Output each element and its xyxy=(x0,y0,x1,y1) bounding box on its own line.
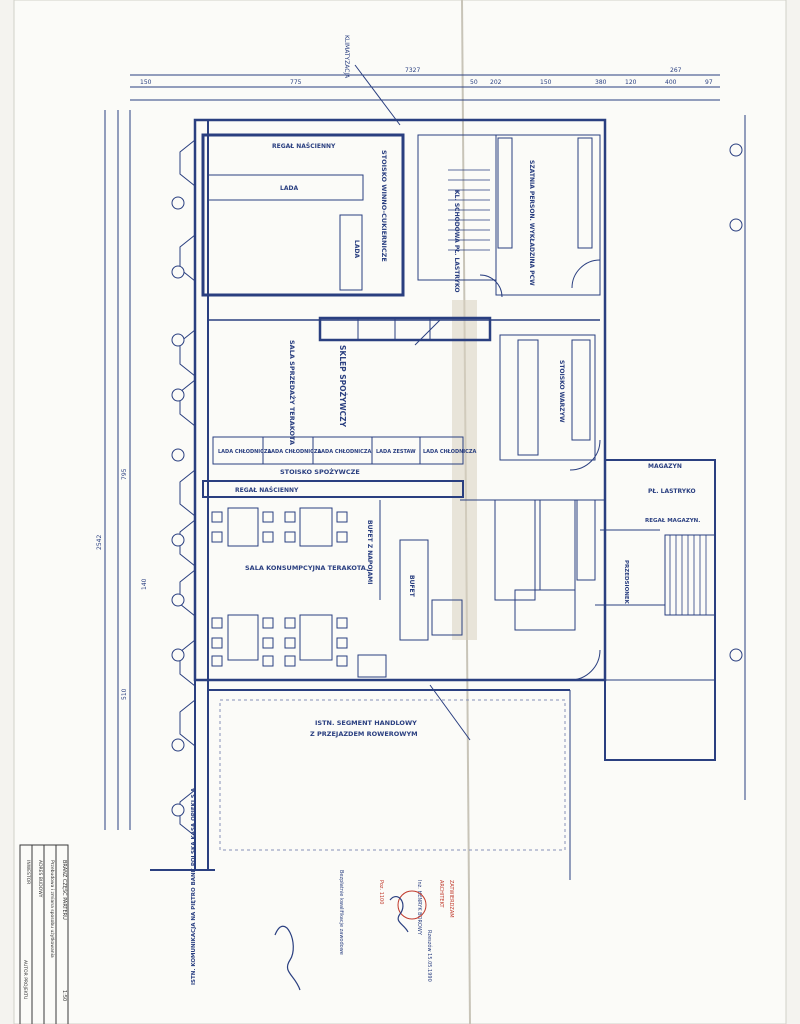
przedsionek-label: PRZEDSIONEK xyxy=(623,560,629,605)
dim-top-1: 775 xyxy=(290,79,302,86)
stamp-line-1: ARCHITEKT xyxy=(438,880,444,908)
lada-2-label: LADA CHŁODNICZA xyxy=(318,449,371,455)
dim-left-3: 510 xyxy=(121,688,128,700)
title-row-4: AUTOR PROJEKTU xyxy=(22,960,28,999)
dim-left-2: 140 xyxy=(141,578,148,590)
lada-4-label: LADA CHŁODNICZA xyxy=(423,449,476,455)
title-scale: 1:50 xyxy=(61,990,67,1001)
magazyn-label: MAGAZYN xyxy=(648,463,682,470)
dim-top-2: 7327 xyxy=(405,67,420,74)
title-row-0: Przebudowa i zmiana sposobu użytkowania xyxy=(49,860,55,958)
dim-top-9: 400 xyxy=(665,79,677,86)
szatnia-label: SZATNIA PERSON. WYKŁADZINA PCW xyxy=(528,160,535,286)
sala-sprzedazy-label: SALA SPRZEDAŻY TERAKOTA xyxy=(288,340,297,445)
title-block: BRANŻ CZĘŚĆ PARTERU Przebudowa i zmiana … xyxy=(19,844,69,1024)
stain xyxy=(452,300,477,640)
lada-side-label: LADA xyxy=(353,240,360,258)
round-stamp-icon xyxy=(397,890,427,920)
lada-3-label: LADA ZESTAW xyxy=(376,449,416,455)
stamp-line-3: Inż. HENRYK BOROWY xyxy=(416,880,422,936)
sala-konsumpcyjna-label: SALA KONSUMPCYJNA TERAKOTA xyxy=(245,564,366,572)
stoisko-winno-label: STOISKO WINNO-CUKIERNICZE xyxy=(380,150,388,262)
dim-left-0: 2542 xyxy=(96,535,103,550)
regal-magazyn-label: REGAŁ MAGAZYN. xyxy=(645,518,700,524)
regal-top-label: REGAŁ NAŚCIENNY xyxy=(272,143,336,150)
dim-top-6: 380 xyxy=(595,79,607,86)
dim-top-4: 202 xyxy=(490,79,502,86)
dim-left-1: 795 xyxy=(121,468,128,480)
dim-top-8: 120 xyxy=(625,79,637,86)
stamp-line-0: ZATWIERDZAM xyxy=(448,880,454,918)
przejazd-label: Z PRZEJAZDEM ROWEROWYM xyxy=(310,730,418,738)
stoisko-warzyw-label: STOISKO WARZYW xyxy=(558,360,565,423)
regal-mid-label: REGAŁ NAŚCIENNY xyxy=(235,487,299,494)
bufet-label: BUFET xyxy=(408,575,415,598)
approval-stamps: ZATWIERDZAM ARCHITEKT Poz. 1100 Inż. HEN… xyxy=(274,870,454,991)
stoisko-spozywcze-label: STOISKO SPOŻYWCZE xyxy=(280,467,360,476)
komunikacja-label: ISTN. KOMUNIKACJA NA PIĘTRO BANK POLSKA … xyxy=(191,786,197,985)
sklep-label: SKLEP SPOŻYWCZY xyxy=(338,345,347,428)
dim-top-3: 50 xyxy=(470,79,478,86)
approval-0: Bezpłatnie kwalifikacje zawodowe xyxy=(338,870,344,955)
kl-schodowa-label: KL. SCHODOWA PŁ. LASTRYKO xyxy=(453,190,460,292)
stamp-line-2: Poz. 1100 xyxy=(378,880,384,904)
dim-top-0: 150 xyxy=(140,79,152,86)
magazyn-lastryko-label: PŁ. LASTRYKO xyxy=(648,488,696,495)
lada-1-label: LADA CHŁODNICZA xyxy=(268,449,321,455)
dim-top-5: 150 xyxy=(540,79,552,86)
dim-top-7: 267 xyxy=(670,67,682,74)
istn-segment-label: ISTN. SEGMENT HANDLOWY xyxy=(315,719,417,727)
signature-icon xyxy=(274,925,301,991)
dim-top-10: 97 xyxy=(705,79,713,86)
title-row-2: ADRES BUDOWY xyxy=(37,860,43,898)
lada-0-label: LADA CHŁODNICZA xyxy=(218,449,271,455)
approval-1: Rzeszów 15.05.1990 xyxy=(426,930,433,982)
title-header: BRANŻ CZĘŚĆ PARTERU xyxy=(61,860,68,920)
top-note: KLIMATYZACJA xyxy=(343,35,350,79)
lada-top-label: LADA xyxy=(280,185,298,192)
signature-icon-2 xyxy=(389,895,409,933)
title-row-3: INWESTOR xyxy=(25,860,31,884)
bufet-napoje-label: BUFET Z NAPOJAMI xyxy=(366,520,373,585)
